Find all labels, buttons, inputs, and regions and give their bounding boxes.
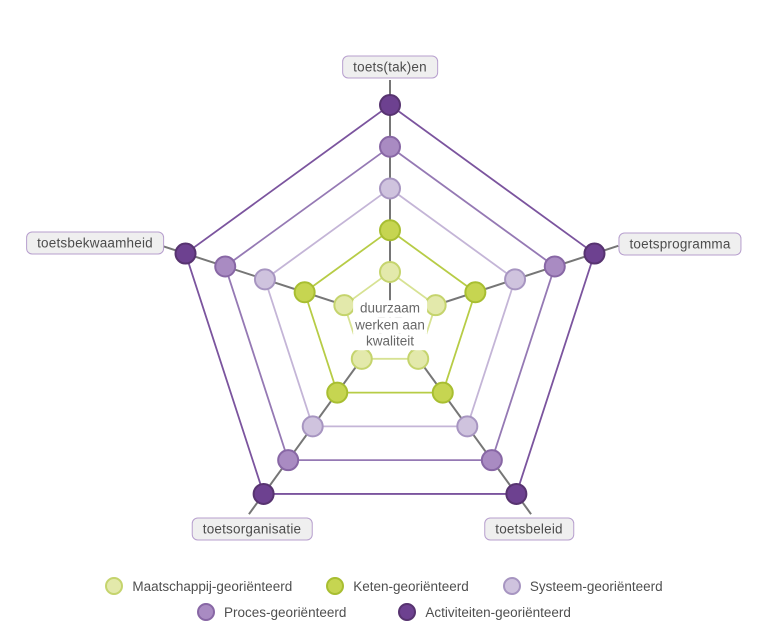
legend-item-maatschappij: Maatschappij-georiënteerd [105,577,292,595]
dot-ring5-axis3 [252,482,275,505]
axis-label-toetsorganisatie: toetsorganisatie [191,517,313,541]
legend-label-activiteiten: Activiteiten-georiënteerd [425,604,571,620]
dot-ring5-axis1 [583,242,606,265]
dot-ring5-axis2 [505,482,528,505]
center-label-line-1: duurzaam [353,300,427,317]
ring-2 [303,229,477,394]
legend-row-2: Proces-georiënteerd Activiteiten-georiën… [197,603,571,621]
axis-label-toetsprogramma: toetsprogramma [618,232,742,256]
dot-ring3-axis1 [504,268,527,291]
legend-item-systeem: Systeem-georiënteerd [502,577,663,595]
dot-ring2-axis1 [464,281,487,304]
legend: Maatschappij-georiënteerd Keten-georiënt… [0,577,768,621]
dot-ring2-axis4 [293,281,316,304]
dot-ring5-axis4 [174,242,197,265]
dot-ring3-axis2 [456,415,479,438]
dot-ring1-axis4 [333,294,356,317]
legend-dot-proces-icon [197,603,216,621]
dot-ring3-axis0 [379,177,401,200]
legend-row-1: Maatschappij-georiënteerd Keten-georiënt… [105,577,663,595]
dot-ring3-axis4 [253,268,276,291]
legend-label-keten: Keten-georiënteerd [353,578,469,594]
legend-dot-systeem-icon [502,577,521,595]
dot-ring3-axis3 [301,415,324,438]
legend-dot-keten-icon [326,577,345,595]
dot-ring1-axis3 [350,347,373,370]
legend-label-maatschappij: Maatschappij-georiënteerd [132,578,293,594]
center-label-line-2: werken aan [353,316,427,334]
dot-ring4-axis3 [277,449,300,472]
legend-label-systeem: Systeem-georiënteerd [529,578,663,594]
legend-label-proces: Proces-georiënteerd [224,604,347,620]
center-label-line-3: kwaliteit [353,333,427,350]
axis-label-toetsbeleid: toetsbeleid [484,517,574,541]
dot-ring4-axis2 [480,449,503,472]
dot-ring2-axis0 [379,219,401,242]
legend-dot-activiteiten-icon [398,603,417,621]
dot-ring5-axis0 [379,94,401,116]
legend-item-activiteiten: Activiteiten-georiënteerd [398,603,571,621]
center-label: duurzaam werken aan kwaliteit [353,300,427,350]
axis-label-toetstaken: toets(tak)en [342,55,438,79]
ring-4 [224,145,556,462]
dot-ring4-axis1 [543,255,566,278]
axis-label-toetsbekwaamheid: toetsbekwaamheid [26,231,164,255]
dot-ring1-axis0 [379,261,401,283]
ring-3 [263,187,517,428]
dot-ring2-axis3 [326,381,349,404]
dot-ring4-axis4 [214,255,237,278]
legend-item-proces: Proces-georiënteerd [197,603,346,621]
ring-5 [184,103,596,495]
legend-dot-maatschappij-icon [105,577,124,595]
dot-ring2-axis2 [431,381,454,404]
dot-ring1-axis1 [424,294,447,317]
dot-ring4-axis0 [379,135,401,158]
legend-item-keten: Keten-georiënteerd [326,577,469,595]
dot-ring1-axis2 [407,347,430,370]
